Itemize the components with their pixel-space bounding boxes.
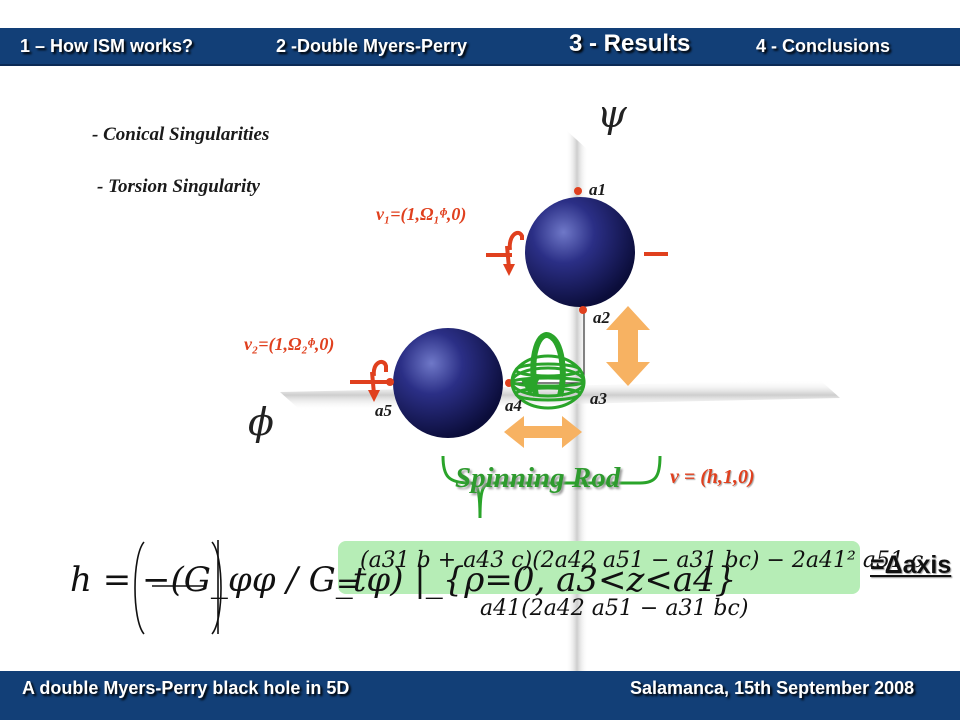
a2-label: a2 [593,308,610,327]
rod-point-a2 [579,306,587,314]
bullet-torsion-singularity: - Torsion Singularity [97,176,260,197]
a3-label: a3 [590,389,607,408]
footer-title: A double Myers-Perry black hole in 5D [22,678,350,698]
nav-item-results[interactable]: 3 - Results [569,30,691,57]
bullet-conical-singularities: - Conical Singularities [92,124,270,145]
nav-item-double-myers-perry[interactable]: 2 -Double Myers-Perry [276,36,468,56]
rod-brace [441,455,662,519]
a5-label: a5 [375,401,392,420]
v1-label: v₁=(1,Ω₁ᶲ,0) [376,204,467,224]
a1-label: a1 [589,180,606,199]
formula-denominator: a41(2a42 a51 − a31 bc) [480,596,749,621]
phi-axis-label: ϕ [248,400,274,444]
formula-numerator: (a31 b + a43 c)(2a42 a51 − a31 bc) − 2a4… [360,548,924,573]
psi-axis-label: ψ [597,92,627,136]
vertical-double-arrow [606,306,650,386]
black-hole-2 [393,328,503,438]
footer-bar: A double Myers-Perry black hole in 5D Sa… [0,671,960,720]
footer-venue-date: Salamanca, 15th September 2008 [630,678,915,698]
a4-label: a4 [505,396,522,415]
top-nav-bar: 1 – How ISM works? 2 -Double Myers-Perry… [0,28,960,66]
rod-vector-label: v = (h,1,0) [670,466,755,488]
horizontal-double-arrow [504,416,582,448]
rod-point-a1 [574,187,582,195]
formula-highlight-box [338,541,860,594]
spinning-rod-label: Spinning Rod [455,462,621,494]
rotation-arrow-2 [350,359,392,395]
nav-item-conclusions[interactable]: 4 - Conclusions [756,36,891,56]
black-hole-1 [525,197,635,307]
formula-equals: = [336,566,362,601]
spinning-rod-icon [510,332,586,410]
v2-label: v₂=(1,Ω₂ᶲ,0) [244,334,335,354]
nav-item-how-ism-works[interactable]: 1 – How ISM works? [20,36,194,56]
delta-axis-result: =Δaxis [870,551,952,579]
formula-lhs: h = −(G_φφ / G_tφ) |_{ρ=0, a3<z<a4} [70,560,737,600]
